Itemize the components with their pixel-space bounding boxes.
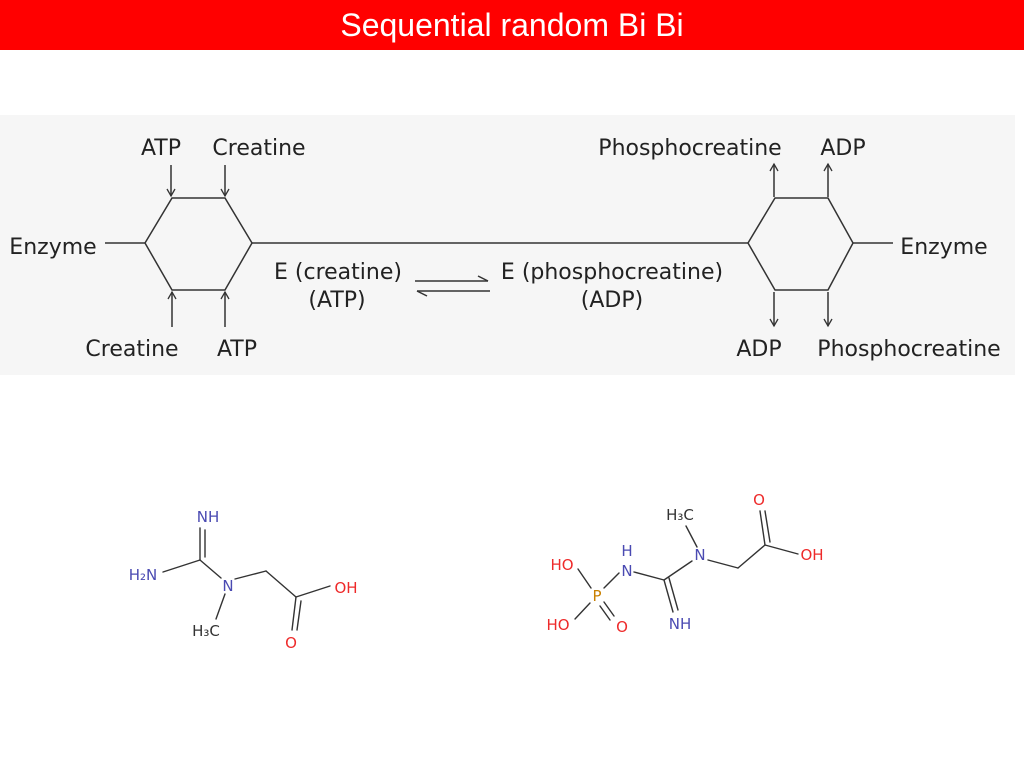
bond-n-ch2 [234,570,267,580]
bond-ch2-c [265,570,297,598]
bond-ho-p-bottom [574,602,591,620]
phospho-atom-nh: NH [669,615,692,633]
complex-left-line2: (ATP) [308,288,365,313]
creatine-atom-h2n: H₂N [129,566,158,584]
bond-n-ch3 [215,593,226,620]
random-bi-bi-scheme: ATP Creatine Enzyme Creatine ATP E (crea… [0,115,1015,375]
right-bottom-label-phosphocreatine: Phosphocreatine [817,337,1000,362]
phospho-atom-ho-bottom: HO [546,616,569,634]
creatine-atom-o: O [285,634,297,652]
bond-n-ch3 [685,525,698,548]
left-bottom-label-atp: ATP [217,337,257,362]
complex-right-line2: (ADP) [581,288,643,313]
phospho-atom-n2: N [694,546,705,564]
creatine-atom-n: N [222,577,233,595]
phosphocreatine-structure: H N HO P HO O NH N H₃C O OH [546,491,823,636]
phospho-atom-ho-top: HO [550,556,573,574]
phospho-atom-n1: N [621,562,632,580]
phospho-atom-oh: OH [800,546,823,564]
bond-ho-p-top [577,568,592,589]
right-top-label-phosphocreatine: Phosphocreatine [598,136,781,161]
phospho-atom-h: H [621,542,632,560]
bond-c-o-double-b [764,510,771,543]
bond-c-n [199,559,222,579]
left-top-label-atp: ATP [141,136,181,161]
bond-c-o-double-b [296,600,302,631]
reverse-arrow-head [416,290,428,297]
left-top-label-creatine: Creatine [212,136,305,161]
phospho-atom-h3c: H₃C [666,506,694,524]
creatine-atom-nh: NH [197,508,220,526]
creatine-structure: NH H₂N N H₃C OH O [129,508,358,652]
right-enzyme-label: Enzyme [900,235,987,260]
bond-c-nh-double-b [668,577,679,611]
bond-ch2-c [737,544,766,569]
bond-p-o-double-a [603,601,615,617]
phospho-atom-p: P [592,587,601,605]
bond-c-oh [295,585,331,598]
bond-c-n2 [663,560,693,581]
phospho-atom-o: O [753,491,765,509]
bond-c-nh2 [162,559,201,573]
bond-p-n [603,572,620,589]
bond-c-oh [764,544,799,555]
bond-n-c [633,571,665,581]
bond-c-nh-double-a [663,579,674,613]
complex-left-line1: E (creatine) [274,260,402,285]
phospho-atom-o-p: O [616,618,628,636]
bond-c-o-double-a [759,510,766,546]
right-bottom-label-adp: ADP [736,337,781,362]
left-bottom-label-creatine: Creatine [85,337,178,362]
scheme-background [0,115,1015,375]
creatine-atom-oh: OH [334,579,357,597]
bond-p-o-double-b [599,605,611,621]
left-enzyme-label: Enzyme [9,235,96,260]
slide-title: Sequential random Bi Bi [0,0,1024,50]
creatine-atom-h3c: H₃C [192,622,220,640]
complex-right-line1: E (phosphocreatine) [501,260,723,285]
equilibrium-arrows [415,275,490,297]
bond-n-ch2 [707,559,739,569]
right-top-label-adp: ADP [820,136,865,161]
forward-arrow-head [477,275,489,282]
bond-c-o-double-a [291,596,297,631]
